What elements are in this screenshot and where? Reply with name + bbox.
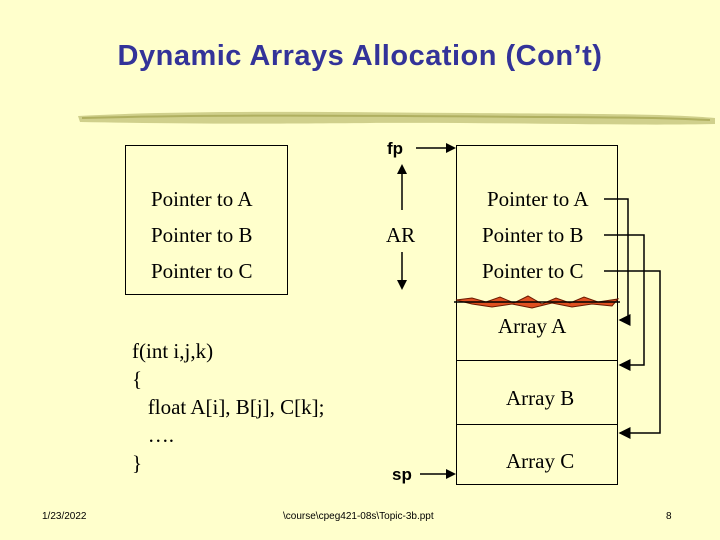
right-pointer-b: Pointer to B [482, 223, 584, 247]
title-underline [78, 111, 715, 125]
sp-arrow-icon [420, 469, 456, 479]
ar-up-arrow-icon [397, 164, 407, 210]
left-stack-frame [125, 145, 288, 295]
slide-title: Dynamic Arrays Allocation (Con’t) [117, 40, 603, 72]
fp-arrow-icon [416, 143, 456, 153]
array-a-divider [456, 360, 618, 361]
code-line-2: { [132, 367, 143, 391]
pointer-arrows [604, 198, 661, 439]
ar-label: AR [386, 223, 416, 247]
fp-label: fp [387, 139, 404, 158]
code-line-4: …. [132, 423, 174, 447]
left-pointer-b: Pointer to B [151, 223, 253, 247]
left-pointer-a: Pointer to A [151, 187, 253, 211]
right-pointer-c: Pointer to C [482, 259, 584, 283]
torn-edge-icon [454, 295, 620, 309]
ar-down-arrow-icon [397, 252, 407, 290]
array-b-label: Array B [506, 386, 575, 410]
footer-date: 1/23/2022 [42, 511, 87, 522]
array-b-divider [456, 424, 618, 425]
right-stack-frame [456, 145, 618, 485]
footer-path: \course\cpeg421-08s\Topic-3b.ppt [283, 511, 434, 522]
code-line-1: f(int i,j,k) [132, 339, 214, 363]
code-line-5: } [132, 451, 143, 475]
sp-label: sp [392, 465, 412, 484]
footer-page-number: 8 [666, 511, 672, 522]
right-pointer-a: Pointer to A [487, 187, 589, 211]
array-a-label: Array A [498, 314, 567, 338]
code-line-3: float A[i], B[j], C[k]; [132, 395, 325, 419]
array-c-label: Array C [506, 449, 575, 473]
left-pointer-c: Pointer to C [151, 259, 253, 283]
